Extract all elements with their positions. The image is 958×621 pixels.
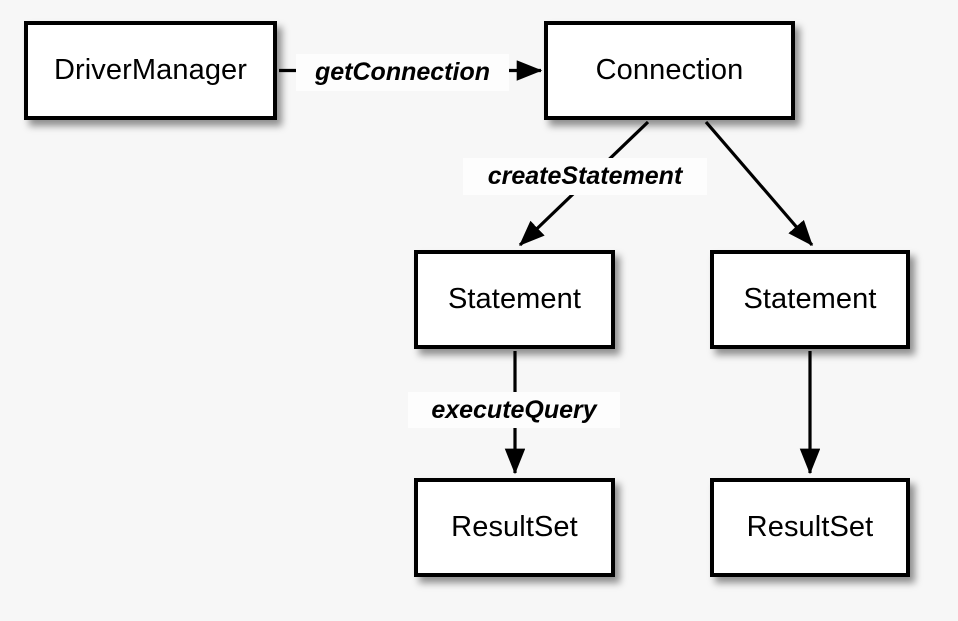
node-statement-left[interactable]: Statement (414, 250, 615, 349)
edge-label-executequery: executeQuery (408, 392, 620, 428)
edge-label-getconnection: getConnection (296, 54, 509, 91)
edge-label-createstatement: createStatement (463, 158, 707, 195)
node-label-statement-right: Statement (743, 283, 877, 315)
node-label-resultset-right: ResultSet (746, 511, 874, 543)
node-label-statement-left: Statement (447, 283, 582, 315)
node-label-connection: Connection (595, 54, 744, 86)
node-label-resultset-left: ResultSet (451, 511, 578, 543)
node-driver-manager[interactable]: DriverManager (24, 21, 277, 120)
node-label-driver-manager: DriverManager (53, 54, 248, 86)
edge-connection-statement-right-line (704, 120, 814, 247)
node-resultset-right[interactable]: ResultSet (710, 478, 910, 577)
node-resultset-left[interactable]: ResultSet (414, 478, 615, 577)
node-statement-right[interactable]: Statement (710, 250, 910, 349)
node-connection[interactable]: Connection (544, 21, 795, 120)
